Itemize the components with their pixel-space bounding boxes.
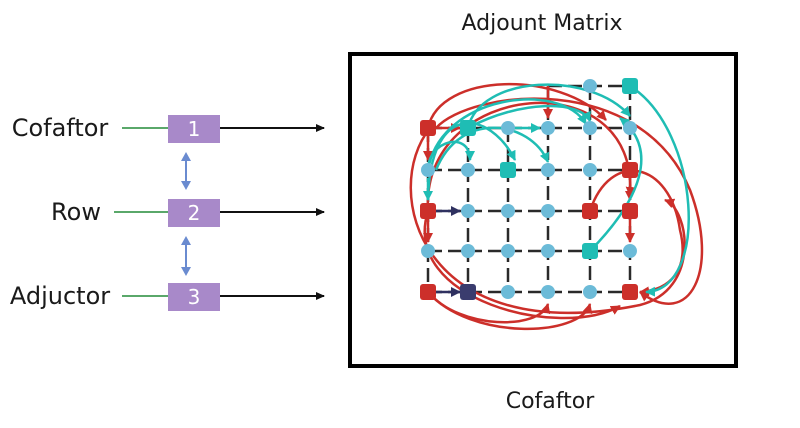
matrix-node-red — [420, 203, 436, 219]
teal-arc — [426, 98, 588, 171]
stage-3-label: Adjuctor — [10, 282, 110, 310]
matrix-node-blue — [541, 163, 555, 177]
stage-3-number: 3 — [188, 285, 201, 309]
matrix-nodes — [420, 78, 638, 300]
pipeline: Cofaftor 1 Row 2 Adjuctor 3 — [10, 114, 325, 311]
stage-2-number: 2 — [188, 201, 201, 225]
matrix-node-blue — [583, 163, 597, 177]
teal-arc — [426, 140, 475, 171]
red-arc — [427, 291, 593, 331]
matrix-node-red — [622, 203, 638, 219]
matrix-node-red — [420, 284, 436, 300]
red-arc — [409, 127, 686, 314]
matrix-node-blue — [583, 285, 597, 299]
matrix-node-blue — [501, 204, 515, 218]
matrix-node-red — [582, 203, 598, 219]
matrix-node-blue — [421, 244, 435, 258]
red-arc — [426, 101, 636, 212]
matrix-top-node-teal — [622, 78, 638, 94]
matrix-node-blue — [461, 244, 475, 258]
teal-arc — [629, 84, 690, 297]
matrix-node-blue — [623, 244, 637, 258]
matrix-node-navy — [460, 284, 476, 300]
teal-arc — [434, 126, 550, 171]
red-arc — [435, 97, 704, 305]
matrix-node-blue — [541, 121, 555, 135]
matrix-node-teal — [582, 243, 598, 259]
teal-arc — [467, 104, 592, 130]
stage-3: Adjuctor 3 — [10, 282, 325, 311]
stage-1-label: Cofaftor — [12, 114, 109, 142]
matrix-top-node-blue — [583, 79, 597, 93]
matrix-node-red — [622, 162, 638, 178]
stage-2-box — [168, 199, 220, 227]
matrix-title: Adjount Matrix — [462, 11, 623, 36]
matrix-node-teal — [460, 120, 476, 136]
stage-3-box — [168, 283, 220, 311]
matrix-node-blue — [501, 121, 515, 135]
matrix-node-blue — [541, 244, 555, 258]
matrix-node-blue — [623, 121, 637, 135]
stage-2: Row 2 — [51, 198, 325, 227]
matrix-node-teal — [500, 162, 516, 178]
matrix-node-blue — [461, 204, 475, 218]
matrix-node-red — [622, 284, 638, 300]
stage-2-label: Row — [51, 198, 101, 226]
matrix-node-blue — [501, 244, 515, 258]
matrix-node-blue — [421, 163, 435, 177]
matrix-node-blue — [461, 163, 475, 177]
matrix-caption: Cofaftor — [506, 389, 595, 414]
matrix-node-blue — [501, 285, 515, 299]
stage-1-box — [168, 115, 220, 143]
matrix-node-blue — [541, 204, 555, 218]
matrix-node-blue — [583, 121, 597, 135]
matrix-node-red — [420, 120, 436, 136]
navy-connections — [436, 206, 461, 297]
stage-1: Cofaftor 1 — [12, 114, 325, 143]
stage-1-number: 1 — [188, 117, 201, 141]
matrix-node-blue — [541, 285, 555, 299]
